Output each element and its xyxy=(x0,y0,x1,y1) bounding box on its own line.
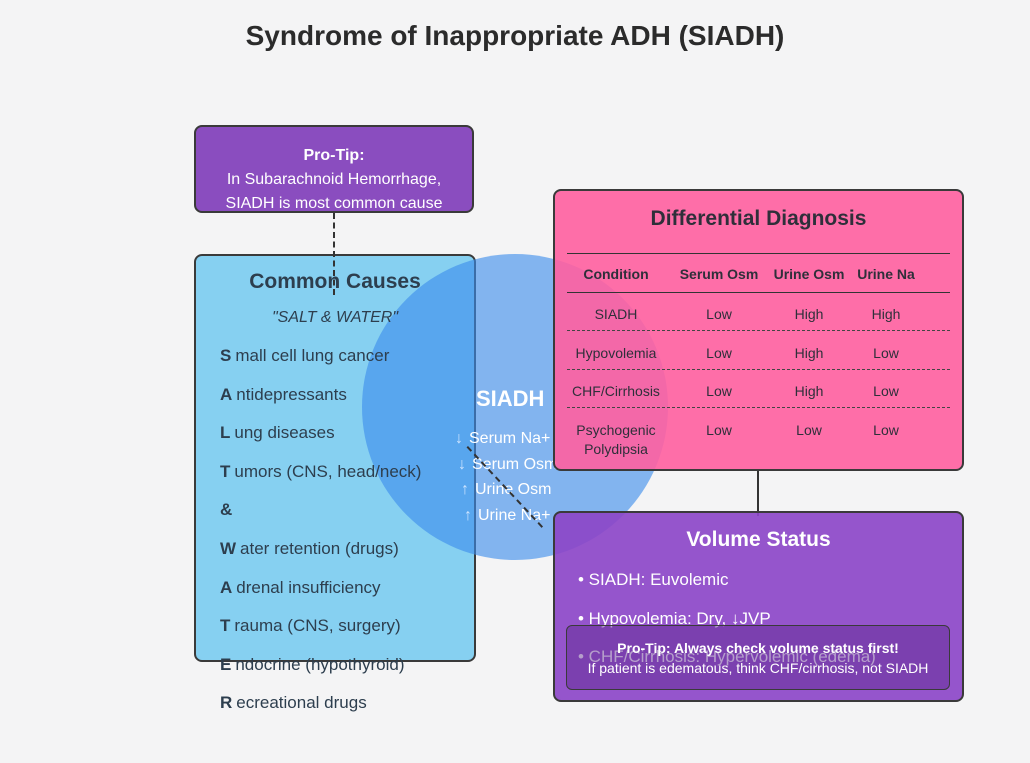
table-cell: High xyxy=(871,306,901,322)
cause-letter: L xyxy=(220,423,231,443)
cause-text: ntidepressants xyxy=(236,384,347,404)
lab-text: Serum Na+ xyxy=(469,430,551,447)
table-cell: Low xyxy=(706,422,732,439)
ddx-volume-connector xyxy=(757,471,759,516)
cause-letter: & xyxy=(220,500,233,520)
table-cell: High xyxy=(794,344,824,361)
siadh-label: SIADH xyxy=(476,386,545,411)
table-cell: Low xyxy=(873,422,899,439)
cause-letter: T xyxy=(220,616,231,636)
volume-status-item: • CHF/Cirrhosis: Hypervolemic (edema) xyxy=(578,647,876,666)
lab-finding: ↓ Serum Na+ xyxy=(455,430,550,448)
lab-arrow-icon: ↓ xyxy=(455,430,463,447)
volume-status-item: • SIADH: Euvolemic xyxy=(578,570,729,589)
cause-text: rauma (CNS, surgery) xyxy=(234,616,401,636)
common-causes-title: Common Causes xyxy=(249,270,421,293)
lab-arrow-icon: ↑ xyxy=(461,481,469,498)
table-rule xyxy=(567,330,950,331)
table-header-cell: Condition xyxy=(583,266,649,282)
cause-item: & xyxy=(220,500,236,520)
common-causes-mnemonic: "SALT & WATER" xyxy=(271,309,399,326)
cause-letter: W xyxy=(220,539,237,558)
table-header-cell: Serum Osm xyxy=(679,266,759,282)
table-header-cell: Urine Na xyxy=(857,266,915,282)
cause-text: ndocrine (hypothyroid) xyxy=(235,654,405,674)
table-rule xyxy=(567,292,950,293)
table-cell: Hypovolemia xyxy=(575,344,657,361)
table-cell: Psychogenic Polydipsia xyxy=(576,422,656,458)
cause-letter: S xyxy=(220,346,232,365)
lab-text: Urine Na+ xyxy=(478,506,551,524)
protip-top-line2: SIADH is most common cause xyxy=(225,195,443,212)
protip-top-box: Pro-Tip: In Subarachnoid Hemorrhage, SIA… xyxy=(194,125,474,213)
lab-text: Serum Osm xyxy=(472,455,558,473)
cause-text: ung diseases xyxy=(234,423,335,443)
table-cell: CHF/Cirrhosis xyxy=(572,383,660,400)
lab-finding: ↑ Urine Na+ xyxy=(464,507,550,525)
cause-text: mall cell lung cancer xyxy=(235,346,390,365)
volume-status-item: • Hypovolemia: Dry, ↓JVP xyxy=(578,608,771,628)
table-cell: High xyxy=(794,306,824,322)
table-header-cell: Urine Osm xyxy=(773,266,845,282)
protip-top-heading: Pro-Tip: xyxy=(303,147,365,164)
table-cell: Low xyxy=(706,383,732,400)
cause-text: ater retention (drugs) xyxy=(240,539,399,558)
protip-bottom-line: If patient is edematous, think CHF/cirrh… xyxy=(587,660,929,676)
differential-diagnosis-title: Differential Diagnosis xyxy=(650,207,867,230)
cause-letter: R xyxy=(220,693,233,713)
table-cell: SIADH xyxy=(594,306,638,322)
table-cell: High xyxy=(794,383,824,400)
cause-text: drenal insufficiency xyxy=(236,577,381,597)
protip-bottom-box: Pro-Tip: Always check volume status firs… xyxy=(566,625,950,690)
page-title: Syndrome of Inappropriate ADH (SIADH) xyxy=(245,20,785,51)
table-cell: Low xyxy=(873,383,899,400)
lab-text: Urine Osm xyxy=(475,481,552,498)
lab-arrow-icon: ↓ xyxy=(458,455,466,473)
table-rule xyxy=(567,368,950,370)
table-rule xyxy=(567,253,950,254)
cause-letter: A xyxy=(220,577,233,597)
cause-letter: T xyxy=(220,461,231,481)
volume-status-box xyxy=(553,511,964,702)
table-rule xyxy=(567,407,950,409)
lab-finding: ↓ Serum Osm xyxy=(458,456,557,474)
table-cell: Low xyxy=(796,422,822,439)
table-cell: Low xyxy=(706,344,732,361)
cause-text: umors (CNS, head/neck) xyxy=(234,461,422,481)
protip-bottom-heading: Pro-Tip: Always check volume status firs… xyxy=(617,640,899,656)
cause-letter: A xyxy=(220,384,233,404)
cause-text: ecreational drugs xyxy=(236,693,367,713)
protip-connector-line xyxy=(333,213,335,295)
lab-finding: ↑ Urine Osm xyxy=(461,481,551,499)
table-cell: Low xyxy=(706,306,732,322)
protip-top-line1: In Subarachnoid Hemorrhage, xyxy=(226,171,442,188)
table-cell: Low xyxy=(873,344,899,361)
cause-letter: E xyxy=(220,654,232,674)
volume-status-title: Volume Status xyxy=(686,528,831,551)
lab-arrow-icon: ↑ xyxy=(464,506,472,524)
